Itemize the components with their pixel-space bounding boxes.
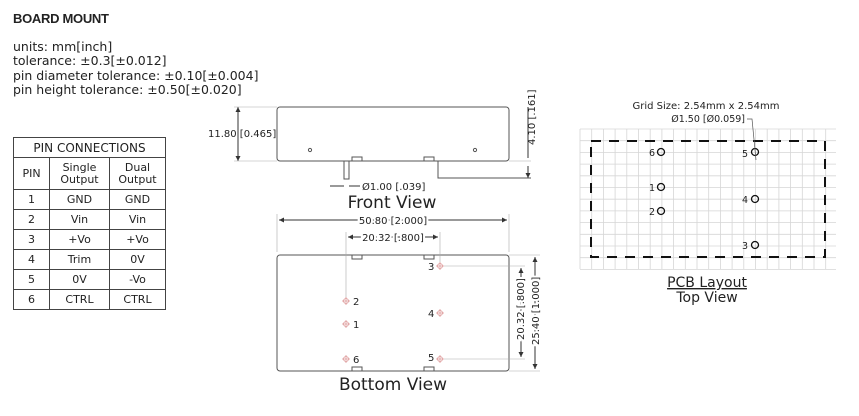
pin-label-5: 5 [428,353,434,364]
pin-label-6: 6 [353,355,359,366]
pcb-pin-5: 5 [742,149,748,160]
pcb-pin-3: 3 [742,241,748,252]
front-pin-length-dim: 4.10 [.161] [527,89,538,145]
bottom-view-label: Bottom View [339,375,447,395]
header-single: Single Output [49,157,110,190]
bottom-height-dim: 25.40 [1.000] [531,277,542,345]
section-title: BOARD MOUNT [13,11,109,26]
module-body-bottom [276,254,510,372]
table-caption: PIN CONNECTIONS [13,137,166,158]
note-pin-height: pin height tolerance: ±0.50[±0.020] [13,81,242,97]
pcb-pin-1: 1 [649,183,655,194]
cell: GND [49,189,110,210]
pin-left [343,160,350,180]
pin-label-3: 3 [428,262,434,273]
bottom-pin-vert-dim: 20.32 [.800] [516,278,527,340]
tolerance-notes: units: mm[inch] tolerance: ±0.3[±0.012] … [13,39,259,97]
pin-right [437,161,531,179]
header-dual: Dual Output [109,157,166,190]
cell: CTRL [49,289,110,310]
cell: +Vo [109,229,166,250]
cell: Vin [49,209,110,230]
cell: -Vo [109,269,166,290]
cell: Trim [49,249,110,270]
pcb-pin-2: 2 [649,207,655,218]
note-units: units: mm[inch] [13,39,113,54]
bottom-width-dim: 50.80 [2.000] [359,216,427,227]
pin-label-2: 2 [353,297,359,308]
front-height-dim: 11.80 [0.465] [208,129,276,140]
bottom-view [276,214,540,372]
pcb-layout-label: PCB Layout [667,275,747,291]
hole-dim: Ø1.50 [Ø0.059] [671,114,745,125]
module-body-side [276,106,510,162]
pcb-pin-labels: 6 1 2 5 4 3 [649,148,748,252]
front-view-label: Front View [348,193,437,213]
pcb-top-view-label: Top View [675,290,737,306]
module-outline [590,140,826,258]
front-view [234,106,531,187]
pin-label-1: 1 [353,320,359,331]
pcb-grid [579,128,836,270]
bottom-pin-labels: 1 2 3 4 5 6 [353,262,434,366]
cell: Vin [109,209,166,230]
note-pin-diameter: pin diameter tolerance: ±0.10[±0.004] [13,67,259,83]
pcb-pin-4: 4 [742,195,748,206]
pcb-layout [590,118,826,258]
table-row: 3+Vo+Vo [13,229,166,250]
cell: CTRL [109,289,166,310]
pin-label-4: 4 [428,309,434,320]
bottom-pin-spacing-dim: 20.32 [.800] [362,233,424,244]
pin-connections-table: PIN CONNECTIONS PIN Single Output Dual O… [13,137,166,310]
front-pin-dia-dim: Ø1.00 [.039] [362,181,425,193]
grid-size-label: Grid Size: 2.54mm x 2.54mm [632,101,779,112]
note-tolerance: tolerance: ±0.3[±0.012] [13,53,167,69]
pcb-pin-6: 6 [649,148,655,159]
